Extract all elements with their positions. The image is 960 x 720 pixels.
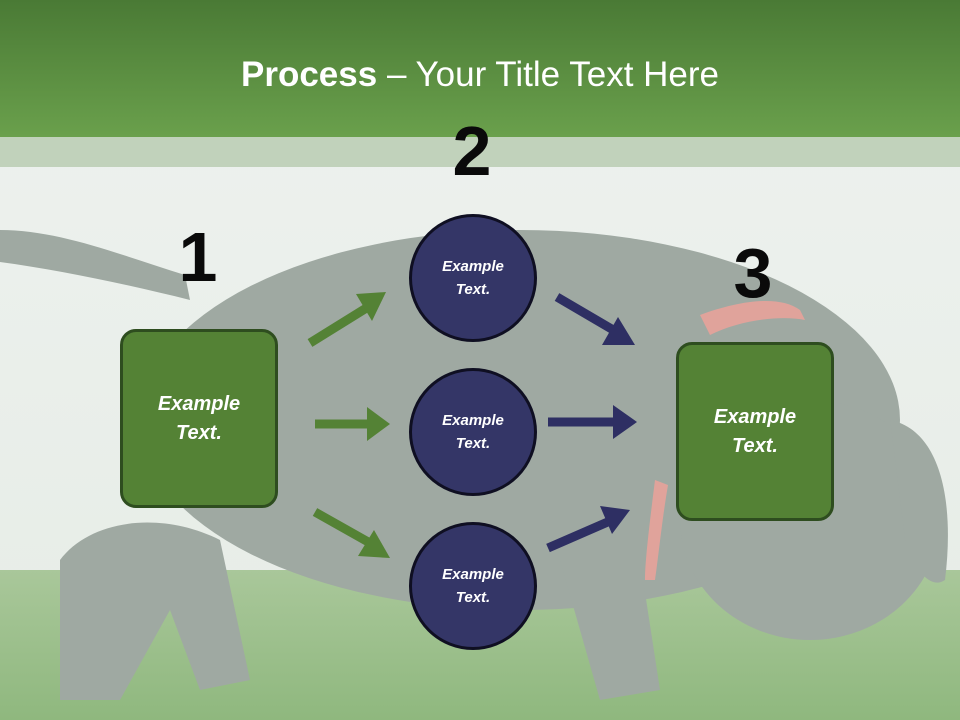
circle-1-text: Example Text. bbox=[442, 258, 504, 298]
green-arrowhead-down bbox=[358, 530, 390, 558]
navy-arrow-top bbox=[554, 293, 618, 335]
box-right-text: Example Text. bbox=[713, 405, 797, 457]
header-band bbox=[0, 137, 960, 167]
process-circle-2: Example Text. bbox=[409, 368, 537, 496]
circle-2-text: Example Text. bbox=[442, 412, 504, 452]
page-title: Process – Your Title Text Here bbox=[0, 52, 960, 98]
header-bar bbox=[0, 0, 960, 137]
box-left-text: Example Text. bbox=[157, 392, 241, 444]
green-arrow-down bbox=[312, 508, 373, 547]
circle-3-text: Example Text. bbox=[442, 566, 504, 606]
step-number-3: 3 bbox=[733, 234, 773, 312]
green-arrowhead-up bbox=[356, 292, 386, 321]
navy-arrow-bottom bbox=[546, 516, 612, 553]
navy-arrowhead-middle bbox=[613, 405, 637, 439]
navy-arrowhead-bottom bbox=[600, 506, 630, 534]
process-box-left: Example Text. bbox=[120, 329, 278, 508]
process-circle-1: Example Text. bbox=[409, 214, 537, 342]
step-number-2: 2 bbox=[452, 112, 492, 190]
green-arrowhead-middle bbox=[367, 407, 390, 441]
title-rest: – Your Title Text Here bbox=[377, 55, 719, 94]
process-circle-3: Example Text. bbox=[409, 522, 537, 650]
process-box-right: Example Text. bbox=[676, 342, 834, 521]
step-number-1: 1 bbox=[178, 218, 218, 296]
green-arrow-up bbox=[307, 303, 371, 347]
navy-arrowhead-top bbox=[602, 317, 635, 345]
title-bold: Process bbox=[241, 55, 378, 94]
